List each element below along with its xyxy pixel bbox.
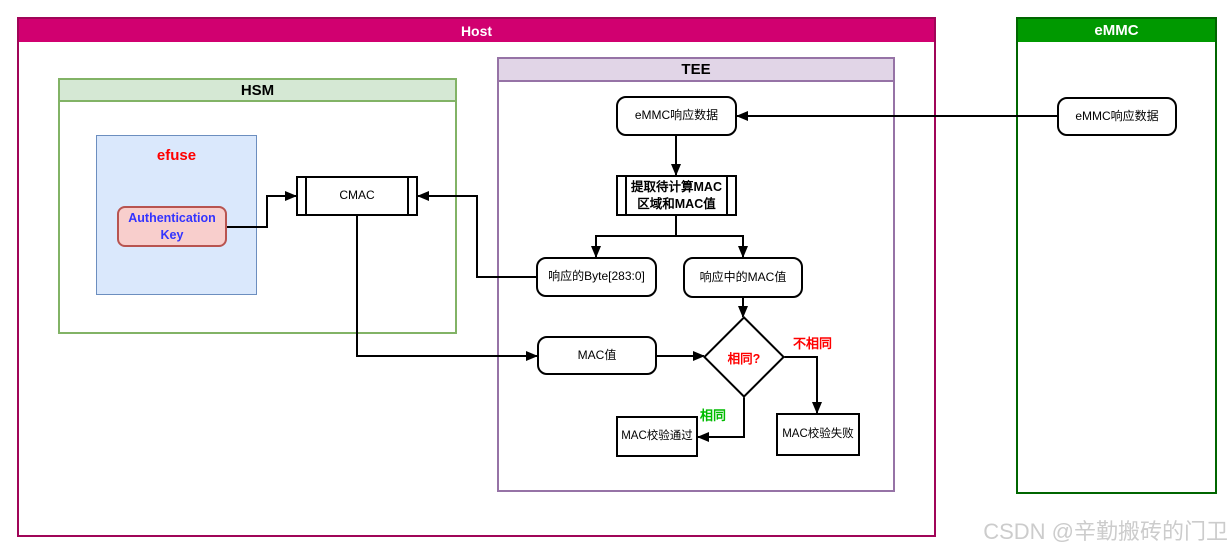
node-cmac: CMAC xyxy=(296,176,418,216)
node-mac-check-fail: MAC校验失败 xyxy=(776,413,860,456)
node-cmac-label: CMAC xyxy=(339,188,375,203)
node-response-bytes: 响应的Byte[283:0] xyxy=(536,257,657,297)
decision-label: 相同? xyxy=(727,351,761,366)
node-emmc-response-data: eMMC响应数据 xyxy=(1057,97,1177,136)
efuse-label: efuse xyxy=(156,147,197,164)
node-extract-line2: 区域和MAC值 xyxy=(637,196,716,211)
hsm-header: HSM xyxy=(60,80,455,102)
node-emmc-response-data-tee: eMMC响应数据 xyxy=(616,96,737,136)
edge-label-not-equal: 不相同 xyxy=(793,336,833,351)
emmc-header: eMMC xyxy=(1018,19,1215,42)
node-decision-same: 相同? xyxy=(702,315,786,399)
node-extract-mac-region: 提取待计算MAC 区域和MAC值 xyxy=(616,175,737,216)
node-response-mac-value: 响应中的MAC值 xyxy=(683,257,803,298)
tee-header: TEE xyxy=(499,59,893,82)
node-extract-line1: 提取待计算MAC xyxy=(631,180,722,195)
node-mac-value: MAC值 xyxy=(537,336,657,375)
emmc-container: eMMC xyxy=(1016,17,1217,494)
host-header: Host xyxy=(19,19,934,42)
edge-label-equal: 相同 xyxy=(700,408,727,423)
node-authentication-key: Authentication Key xyxy=(117,206,227,247)
csdn-watermark: CSDN @辛勤搬砖的门卫 xyxy=(983,519,1228,544)
node-mac-check-pass: MAC校验通过 xyxy=(616,416,698,457)
